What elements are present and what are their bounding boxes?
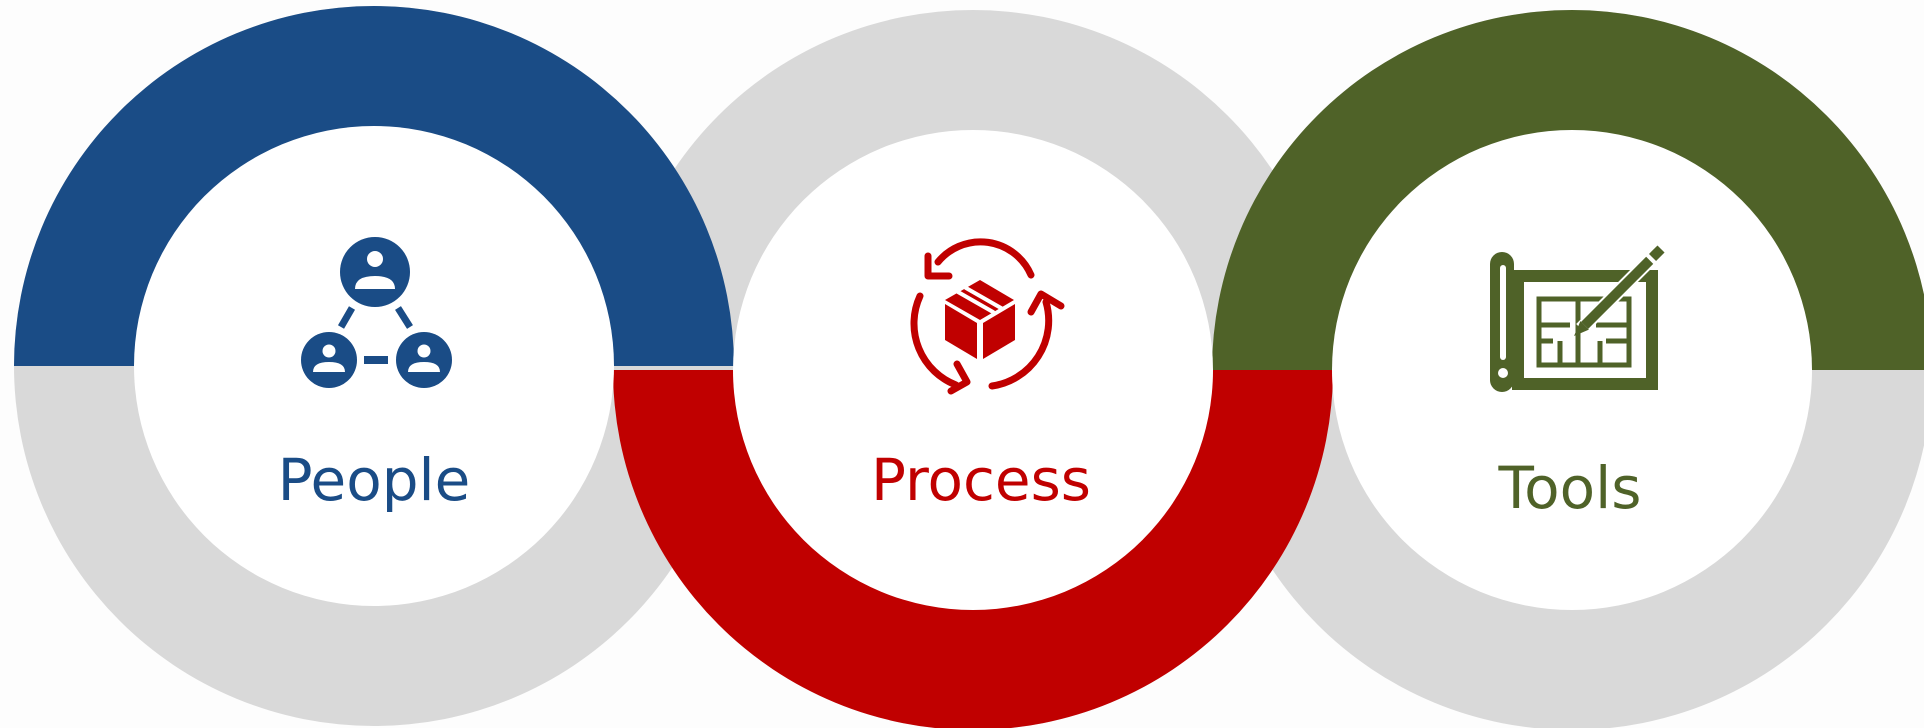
ring-people-highlight (14, 6, 734, 366)
disc-process (733, 130, 1213, 610)
box-cycle-icon (910, 238, 1065, 395)
label-tools: Tools (1498, 454, 1642, 522)
ring-tools-highlight (1212, 10, 1924, 370)
disc-people (134, 126, 614, 606)
blueprint-pencil-icon (1490, 245, 1665, 392)
label-people: People (278, 446, 471, 514)
people-network-icon (301, 237, 452, 388)
ring-process-highlight (613, 370, 1333, 728)
label-process: Process (871, 446, 1091, 514)
